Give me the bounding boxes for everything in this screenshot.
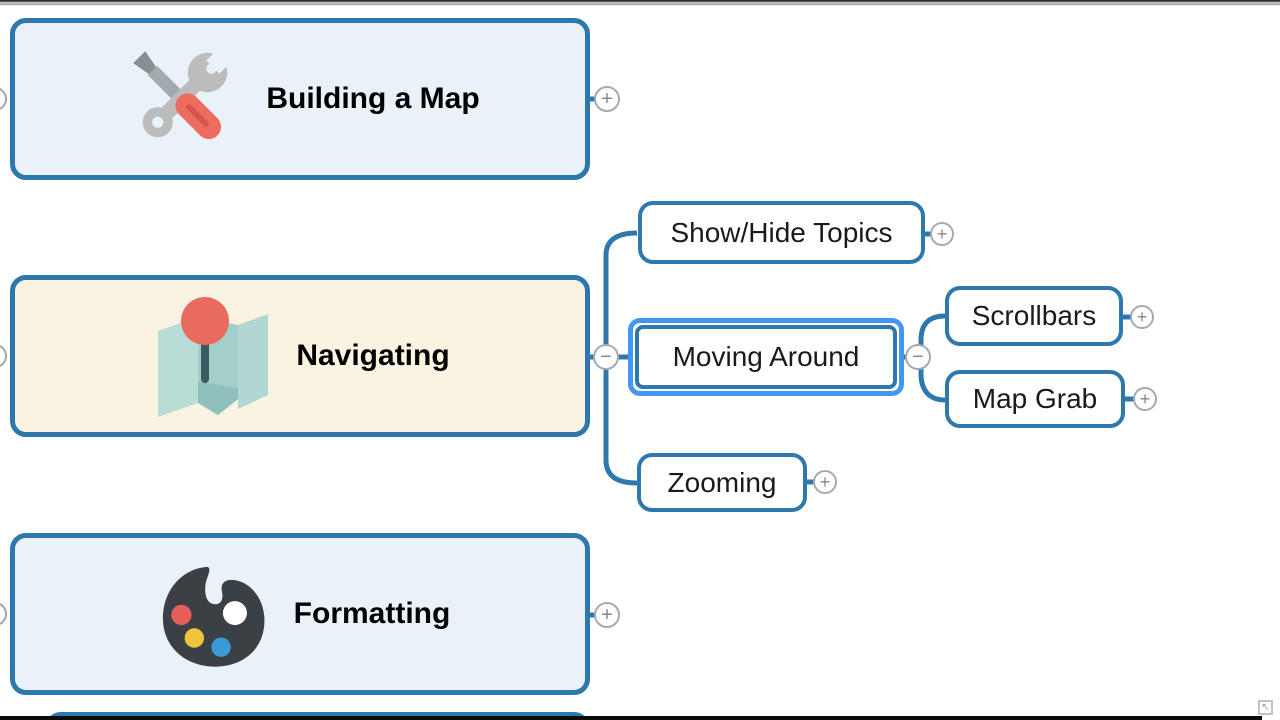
expand-icon[interactable]: + xyxy=(930,222,954,246)
window-top-edge xyxy=(0,0,1280,6)
window-bottom-edge xyxy=(0,716,1262,720)
topic-node-building-a-map[interactable]: Building a Map xyxy=(10,18,590,180)
expand-icon[interactable]: + xyxy=(813,470,837,494)
topic-label: Navigating xyxy=(296,339,450,372)
map-location-icon xyxy=(150,291,272,421)
tools-icon xyxy=(120,38,242,160)
topic-node-zooming[interactable]: Zooming xyxy=(637,453,807,512)
topic-label: Scrollbars xyxy=(971,300,1097,331)
topic-node-show-hide-topics[interactable]: Show/Hide Topics xyxy=(638,201,925,264)
topic-label: Map Grab xyxy=(972,383,1098,414)
topic-label: Show/Hide Topics xyxy=(670,216,893,248)
topic-label: Building a Map xyxy=(266,82,480,115)
topic-node-navigating[interactable]: Navigating xyxy=(10,275,590,437)
collapse-icon[interactable]: − xyxy=(905,344,931,370)
topic-node-formatting[interactable]: Formatting xyxy=(10,533,590,695)
restore-arrow-icon[interactable]: ↖ xyxy=(1258,700,1273,715)
expand-icon[interactable]: + xyxy=(594,602,620,628)
topic-node-map-grab[interactable]: Map Grab xyxy=(945,370,1125,428)
topic-label: Moving Around xyxy=(672,341,860,372)
expand-icon[interactable]: + xyxy=(1133,387,1157,411)
topic-node-moving-around-selected[interactable]: Moving Around xyxy=(628,318,904,396)
expand-icon[interactable]: + xyxy=(594,86,620,112)
expand-icon[interactable]: + xyxy=(1130,305,1154,329)
topic-node-scrollbars[interactable]: Scrollbars xyxy=(945,286,1123,346)
topic-label: Zooming xyxy=(667,466,777,498)
topic-label: Formatting xyxy=(293,597,451,630)
collapse-icon[interactable]: − xyxy=(593,344,619,370)
palette-icon xyxy=(150,554,270,674)
